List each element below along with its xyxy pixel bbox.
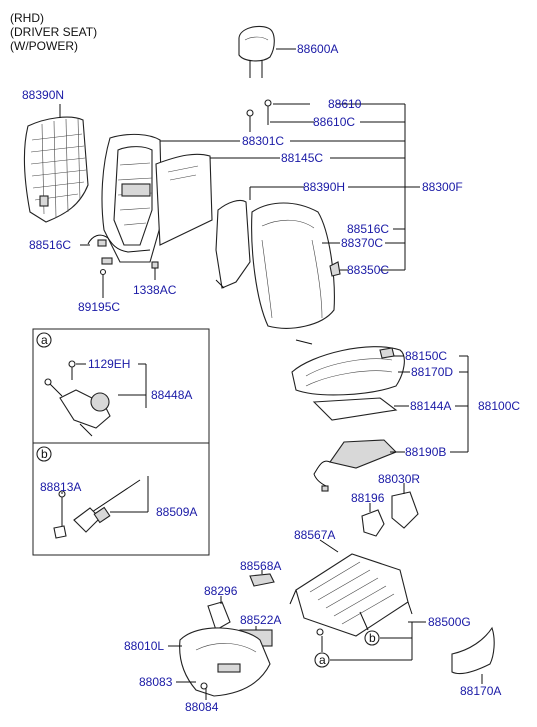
detail-box-b <box>32 442 210 556</box>
label-88170A[interactable]: 88170A <box>460 684 501 698</box>
label-88390N[interactable]: 88390N <box>22 88 64 102</box>
label-88813A[interactable]: 88813A <box>40 480 81 494</box>
label-88100C[interactable]: 88100C <box>478 399 520 413</box>
header-w-power: (W/POWER) <box>10 39 78 53</box>
label-88509A[interactable]: 88509A <box>156 505 197 519</box>
trim-88170A-illustration <box>451 626 495 675</box>
callout-b-track: b <box>369 631 376 645</box>
label-88083[interactable]: 88083 <box>139 675 173 689</box>
label-88010L[interactable]: 88010L <box>124 639 164 653</box>
label-88144A[interactable]: 88144A <box>410 399 451 413</box>
back-board-illustration <box>23 116 89 223</box>
label-88568A[interactable]: 88568A <box>240 559 281 573</box>
power-motor-illustration <box>44 360 111 437</box>
label-88301C[interactable]: 88301C <box>242 134 284 148</box>
seatback-pad-illustration <box>215 199 341 329</box>
label-88516C-left[interactable]: 88516C <box>29 238 71 252</box>
label-88516C-right[interactable]: 88516C <box>347 222 389 236</box>
bracket-88296-illustration <box>207 601 231 631</box>
label-88150C[interactable]: 88150C <box>405 349 447 363</box>
header-driver-seat: (DRIVER SEAT) <box>10 25 98 39</box>
label-88610C[interactable]: 88610C <box>313 115 355 129</box>
label-88390H[interactable]: 88390H <box>303 180 345 194</box>
label-88190B[interactable]: 88190B <box>405 445 446 459</box>
label-88030R[interactable]: 88030R <box>378 472 420 486</box>
label-88567A[interactable]: 88567A <box>294 528 335 542</box>
label-88170D[interactable]: 88170D <box>411 365 453 379</box>
seat-cushion-illustration <box>291 346 405 492</box>
label-88448A[interactable]: 88448A <box>151 388 192 402</box>
label-89195C[interactable]: 89195C <box>78 300 120 314</box>
seat-track-illustration <box>289 553 413 637</box>
seatback-cover-illustration <box>155 153 213 246</box>
cover-bracket-illustration <box>391 491 419 529</box>
label-88370C[interactable]: 88370C <box>341 236 383 250</box>
headrest-illustration <box>238 25 275 78</box>
header-rhd: (RHD) <box>10 11 44 25</box>
label-88196[interactable]: 88196 <box>351 491 385 505</box>
label-1338AC[interactable]: 1338AC <box>133 283 177 297</box>
wire-harness-illustration <box>87 234 151 253</box>
label-88350C[interactable]: 88350C <box>347 263 389 277</box>
label-88296[interactable]: 88296 <box>204 584 238 598</box>
label-88084[interactable]: 88084 <box>185 700 219 714</box>
label-88522A[interactable]: 88522A <box>240 613 281 627</box>
label-88500G[interactable]: 88500G <box>428 615 471 629</box>
detail-box-a <box>32 328 210 444</box>
clip-88196-illustration <box>361 509 385 537</box>
bolt-illustration <box>246 99 272 132</box>
callout-a-track: a <box>319 653 326 667</box>
callout-b-box: b <box>41 447 48 461</box>
label-88300F[interactable]: 88300F <box>422 180 463 194</box>
label-88145C[interactable]: 88145C <box>281 151 323 165</box>
label-1129EH[interactable]: 1129EH <box>88 357 130 371</box>
callout-a-box: a <box>41 333 48 347</box>
label-88600A[interactable]: 88600A <box>297 42 338 56</box>
side-shield-illustration <box>179 627 271 697</box>
label-88610[interactable]: 88610 <box>328 97 362 111</box>
seatback-frame-illustration <box>101 133 163 263</box>
